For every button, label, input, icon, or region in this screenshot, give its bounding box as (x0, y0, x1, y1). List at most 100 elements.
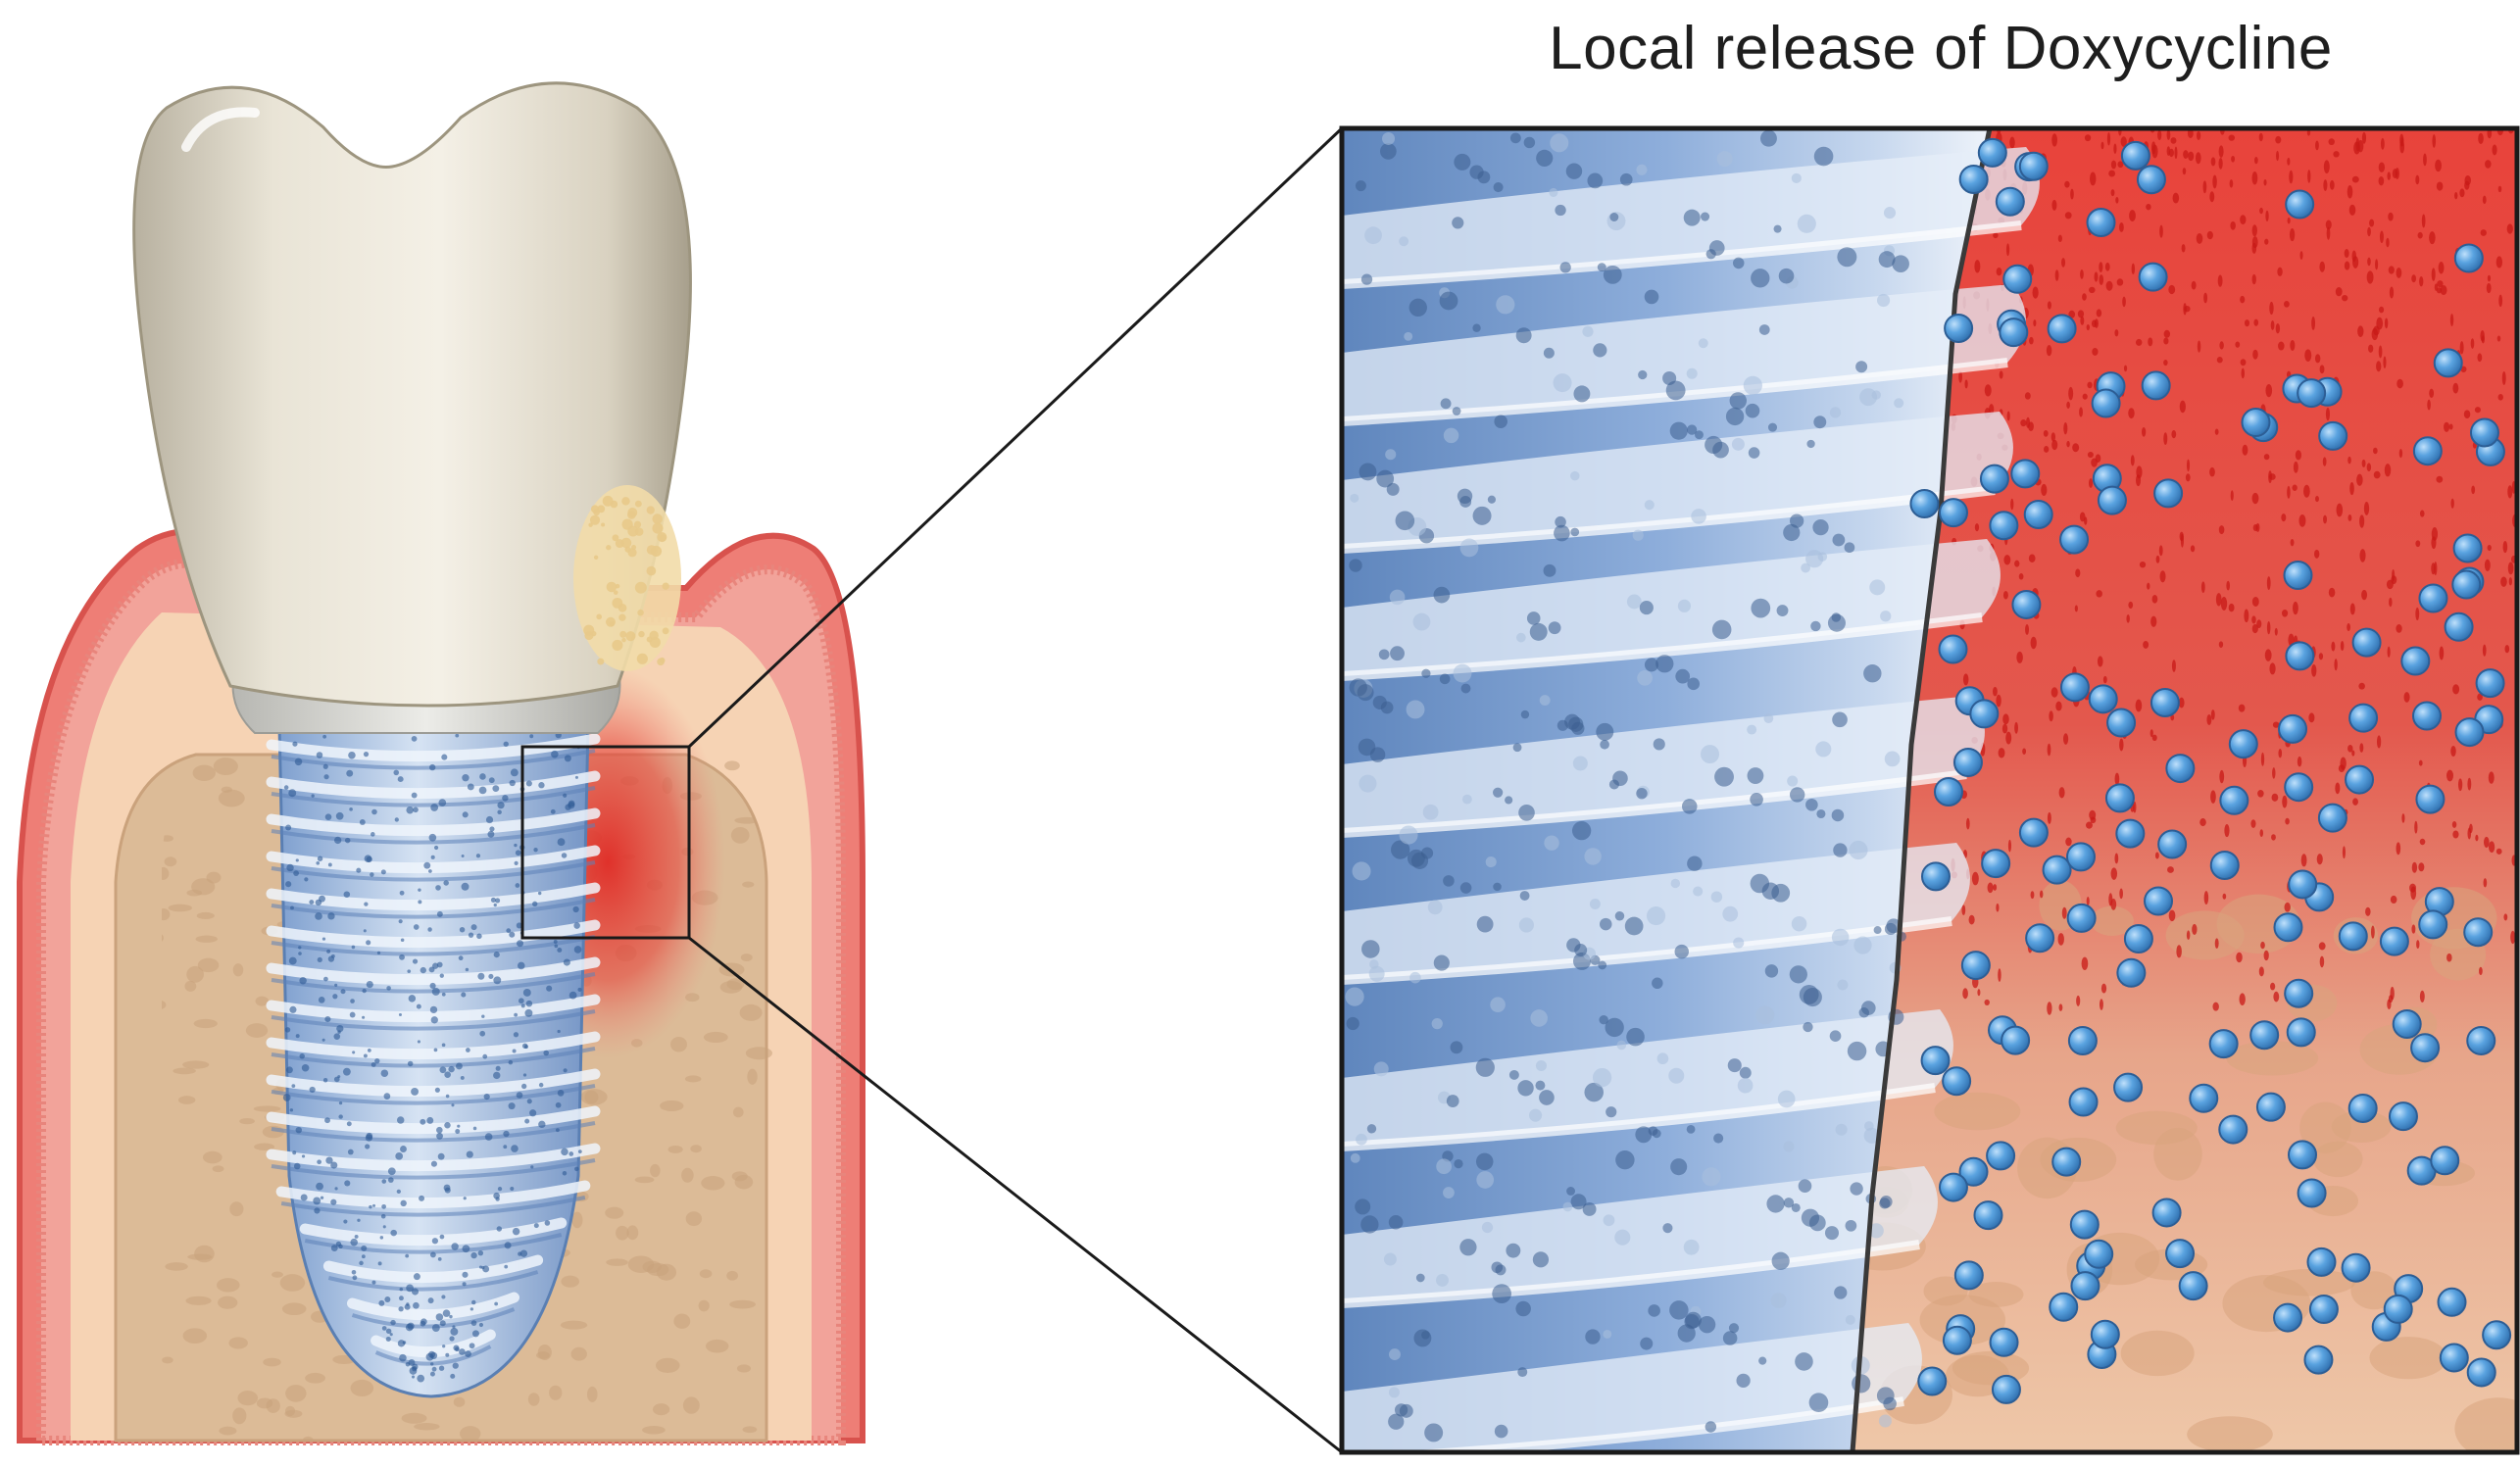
drug-particle-icon (2273, 912, 2303, 943)
drug-particle-icon (1933, 776, 1963, 807)
drug-particle-icon (2255, 1092, 2286, 1122)
drug-particle-icon (2452, 533, 2483, 563)
drug-particle-icon (1960, 951, 1991, 981)
drug-particle-icon (2067, 1025, 2098, 1055)
drug-particle-icon (2023, 499, 2053, 529)
drug-particle-icon (1969, 699, 2000, 729)
drug-particle-icon (2149, 687, 2180, 717)
drug-particle-icon (2284, 772, 2314, 803)
drug-particle-icon (2088, 684, 2118, 714)
drug-particle-icon (1920, 861, 1951, 892)
drug-particle-icon (2439, 1343, 2469, 1373)
drug-particle-icon (2209, 850, 2240, 880)
drug-particle-icon (2138, 262, 2168, 292)
drug-particle-icon (2338, 921, 2368, 952)
drug-particle-icon (2308, 1295, 2339, 1325)
drug-particle-icon (2049, 1292, 2079, 1322)
drug-particle-icon (2219, 785, 2249, 815)
drug-particle-icon (2091, 388, 2121, 418)
drug-particle-icon (2463, 917, 2494, 948)
implant-overview (17, 81, 1344, 1454)
drug-particle-icon (2165, 754, 2196, 784)
drug-particle-icon (2141, 370, 2171, 401)
drug-particle-icon (2412, 436, 2443, 466)
drug-particle-icon (2297, 1178, 2327, 1208)
drug-particle-icon (2469, 417, 2499, 448)
drug-particle-icon (2341, 1252, 2371, 1283)
drug-particle-icon (2475, 668, 2505, 699)
zoom-region-box (520, 745, 691, 940)
drug-particle-icon (2453, 243, 2484, 273)
drug-particle-icon (2351, 627, 2382, 658)
drug-particle-icon (1958, 1156, 1989, 1187)
drug-particle-icon (1942, 1066, 1972, 1097)
drug-particle-icon (1938, 498, 1968, 528)
drug-particle-icon (1995, 186, 2025, 217)
drug-particle-icon (2345, 764, 2375, 795)
drug-particle-icon (2010, 459, 2041, 489)
zoom-connector-bottom (688, 936, 1343, 1454)
drug-particle-icon (2466, 1025, 2496, 1055)
drug-particle-icon (1981, 849, 2011, 879)
drug-particle-icon (2116, 957, 2147, 988)
drug-particle-icon (2144, 886, 2174, 916)
drug-particle-icon (2317, 803, 2347, 833)
drug-particle-icon (2115, 818, 2146, 849)
drug-particle-icon (2104, 783, 2135, 813)
drug-particle-icon (2482, 1320, 2512, 1350)
drug-particle-icon (2120, 140, 2150, 171)
drug-particle-icon (2113, 1072, 2144, 1102)
drug-particle-icon (2418, 909, 2448, 940)
drug-particle-icon (1938, 634, 1968, 664)
drug-particle-icon (2433, 348, 2463, 378)
drug-particle-icon (2297, 378, 2327, 409)
drug-particle-icon (1938, 1172, 1968, 1202)
drug-particle-icon (2284, 978, 2314, 1008)
drug-particle-icon (2059, 672, 2090, 703)
drug-particle-icon (2444, 611, 2474, 642)
drug-particle-icon (2430, 1146, 2460, 1176)
drug-particle-icon (2278, 713, 2308, 744)
drug-particle-icon (1986, 1141, 2016, 1171)
drug-particle-icon (2189, 1083, 2219, 1113)
drug-particle-icon (2379, 926, 2409, 956)
drug-particle-icon (2418, 583, 2448, 613)
drug-particle-icon (2068, 1087, 2099, 1117)
magnified-frame (1339, 125, 2520, 1455)
drug-particle-icon (2042, 855, 2072, 885)
drug-particle-icon (1989, 511, 2019, 541)
drug-particle-icon (2178, 1271, 2208, 1301)
drug-particle-icon (1917, 1366, 1948, 1396)
drug-particle-icon (1977, 137, 2007, 168)
drug-particle-icon (2123, 924, 2153, 954)
drug-particle-icon (2065, 842, 2096, 872)
drug-particle-icon (2018, 817, 2049, 848)
drug-particle-icon (1952, 748, 1983, 778)
drug-particle-icon (2283, 561, 2313, 591)
drug-particle-icon (2285, 641, 2315, 671)
drug-particle-icon (1989, 1327, 2019, 1357)
drug-particle-icon (2059, 524, 2090, 555)
drug-particle-icon (2070, 1271, 2100, 1301)
drug-particle-icon (2066, 903, 2097, 933)
drug-particle-icon (1920, 1046, 1951, 1076)
drug-particle-icon (2273, 1302, 2303, 1333)
tooth-crown-icon (132, 81, 692, 708)
zoom-connector-top (687, 126, 1344, 749)
drug-particle-icon (2228, 729, 2258, 759)
drug-particle-icon (2136, 165, 2166, 195)
drug-particle-icon (2451, 569, 2482, 600)
drug-particle-icon (2151, 1198, 2182, 1228)
drug-particle-icon (2306, 1247, 2337, 1277)
drug-particle-icon (2165, 1239, 2196, 1269)
drug-particle-icon (2208, 1029, 2239, 1059)
drug-particle-icon (2347, 1093, 2378, 1123)
drug-particle-icon (2018, 151, 2049, 181)
drug-particle-icon (2241, 408, 2271, 438)
drug-particle-icon (2051, 1147, 2082, 1177)
drug-particle-icon (2415, 784, 2446, 814)
drug-particle-icon (2383, 1294, 2413, 1324)
drug-particle-icon (2392, 1009, 2422, 1040)
drug-particle-icon (1958, 164, 1989, 194)
